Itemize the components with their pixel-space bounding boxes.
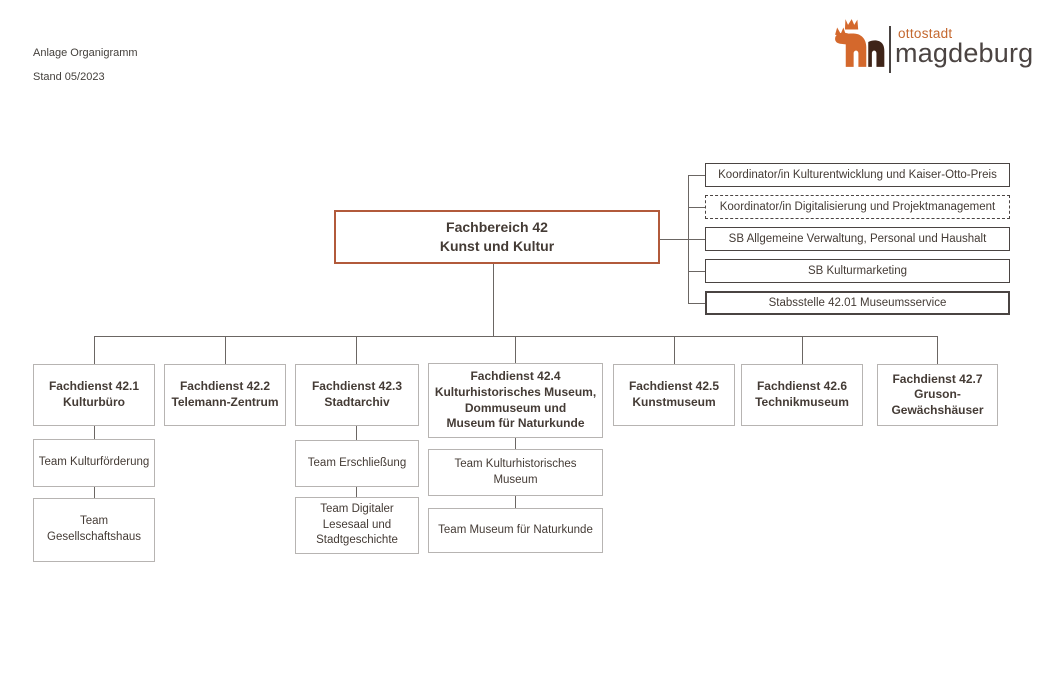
team-box-erschliessung: Team Erschließung — [295, 440, 419, 487]
staff-box-koordinator-kulturentwicklung: Koordinator/in Kulturentwicklung und Kai… — [705, 163, 1010, 187]
connector-staff-stub-4 — [688, 270, 705, 272]
root-node-fachbereich-42: Fachbereich 42 Kunst und Kultur — [334, 210, 660, 264]
dept-subtitle: Kulturbüro — [63, 395, 125, 409]
staff-box-stabsstelle-museumsservice: Stabsstelle 42.01 Museumsservice — [705, 291, 1010, 315]
connector-drop-42-1 — [94, 336, 96, 364]
team-box-kulturfoerderung: Team Kulturförderung — [33, 439, 155, 487]
connector-root-to-staff — [660, 238, 705, 240]
connector-drop-42-3 — [356, 336, 358, 364]
staff-label: Stabsstelle 42.01 Museumsservice — [768, 297, 947, 309]
root-title: Fachbereich 42 — [446, 219, 548, 236]
dept-title: Fachdienst 42.3 — [311, 379, 403, 394]
team-label: Team Erschließung — [307, 456, 407, 469]
connector-staff-spine — [688, 175, 690, 303]
connector-drop-42-4 — [515, 336, 517, 363]
dept-title: Fachdienst 42.6 — [756, 379, 848, 394]
dept-subtitle: Gruson- Gewächshäuser — [891, 387, 984, 417]
logo-brand-bottom: magdeburg — [895, 38, 1034, 68]
dept-title: Fachdienst 42.4 — [470, 369, 561, 384]
connector-staff-stub-5 — [688, 302, 705, 304]
logo-divider — [889, 26, 891, 73]
document-date: Stand 05/2023 — [33, 71, 105, 83]
connector-team-42-1b — [94, 487, 96, 498]
staff-box-sb-allgemeine-verwaltung: SB Allgemeine Verwaltung, Personal und H… — [705, 227, 1010, 251]
staff-label: Koordinator/in Digitalisierung und Proje… — [719, 201, 996, 213]
team-box-digitaler-lesesaal: Team Digitaler Lesesaal und Stadtgeschic… — [295, 497, 419, 554]
connector-drop-42-7 — [937, 336, 939, 364]
team-box-kulturhistorisches-museum: Team Kulturhistorisches Museum — [428, 449, 603, 496]
staff-label: Koordinator/in Kulturentwicklung und Kai… — [718, 169, 997, 181]
staff-label: SB Kulturmarketing — [807, 265, 908, 277]
connector-root-drop — [492, 264, 494, 336]
connector-staff-stub-2 — [688, 206, 705, 208]
dept-title: Fachdienst 42.7 — [892, 371, 983, 386]
logo-brand-top: ottostadt — [898, 26, 953, 41]
team-label: Team Digitaler Lesesaal und Stadtgeschic… — [316, 503, 398, 547]
document-title: Anlage Organigramm — [33, 47, 138, 59]
connector-team-42-1a — [94, 426, 96, 439]
staff-box-koordinator-digitalisierung: Koordinator/in Digitalisierung und Proje… — [705, 195, 1010, 219]
dept-subtitle: Telemann-Zentrum — [171, 395, 279, 409]
team-label: Team Gesellschaftshaus — [47, 515, 141, 543]
dept-subtitle: Stadtarchiv — [324, 395, 390, 409]
connector-drop-42-6 — [802, 336, 804, 364]
dept-title: Fachdienst 42.2 — [179, 379, 271, 394]
connector-drop-42-2 — [225, 336, 227, 364]
team-label: Team Museum für Naturkunde — [438, 523, 593, 536]
connector-drop-42-5 — [674, 336, 676, 364]
team-box-museum-naturkunde: Team Museum für Naturkunde — [428, 508, 603, 553]
dept-subtitle: Kunstmuseum — [632, 395, 716, 409]
dept-subtitle: Kulturhistorisches Museum, Dommuseum und… — [434, 384, 597, 431]
connector-team-42-4b — [515, 496, 517, 508]
staff-label: SB Allgemeine Verwaltung, Personal und H… — [728, 233, 987, 245]
connector-team-42-3a — [356, 426, 358, 440]
connector-team-42-4a — [515, 438, 517, 449]
team-label: Team Kulturhistorisches Museum — [454, 457, 577, 486]
dept-title: Fachdienst 42.1 — [48, 379, 140, 394]
team-label: Team Kulturförderung — [38, 456, 150, 469]
staff-box-sb-kulturmarketing: SB Kulturmarketing — [705, 259, 1010, 283]
dept-subtitle: Technikmuseum — [755, 395, 849, 409]
dept-title: Fachdienst 42.5 — [628, 379, 720, 394]
root-subtitle: Kunst und Kultur — [439, 238, 555, 254]
connector-team-42-3b — [356, 487, 358, 497]
connector-staff-stub-1 — [688, 174, 705, 176]
team-box-gesellschaftshaus: Team Gesellschaftshaus — [33, 498, 155, 562]
magdeburg-horse-icon — [835, 19, 885, 67]
